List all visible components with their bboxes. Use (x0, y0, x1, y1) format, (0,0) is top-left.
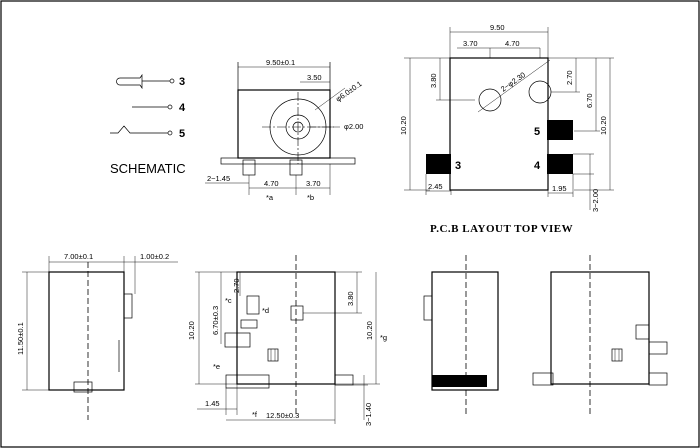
right-view (532, 255, 668, 415)
right-pin-left (532, 372, 554, 386)
right-pin-lower (648, 372, 668, 386)
right-body (550, 271, 650, 385)
ref-d: *d (262, 306, 269, 315)
ref-b: *b (307, 193, 314, 202)
pcb-right-seg: 4.70 (505, 39, 520, 48)
pcb-pad-label-4: 4 (534, 160, 541, 172)
pcb-right-mid-dim: 6.70 (585, 93, 594, 108)
rear-body (431, 271, 499, 391)
pad-4 (547, 154, 573, 174)
front-slot (267, 348, 279, 362)
side-width-dim: 7.00±0.1 (64, 252, 93, 261)
front-right-height: 10.20 (365, 321, 374, 340)
front-pin-left (224, 332, 251, 348)
ref-e: *e (213, 362, 220, 371)
side-body (48, 271, 125, 391)
rear-base-bar (432, 375, 487, 387)
pcb-pad-label-5: 5 (534, 126, 540, 138)
ref-a: *a (266, 193, 274, 202)
top-width-dim: 9.50±0.1 (266, 58, 295, 67)
schematic-pin-3: 3 (179, 76, 185, 88)
front-pin-offset: 1.45 (205, 399, 220, 408)
front-width-dim: 12.50±0.3 (266, 411, 299, 420)
pcb-layout: 9.50 3.70 4.70 2−φ2.30 3.80 10.20 2.70 6… (399, 23, 614, 235)
pin-b-stub (289, 159, 303, 176)
side-tab (123, 293, 133, 319)
front-dim-right: 3.80 (346, 291, 355, 306)
pcb-pad-width: 2.45 (428, 182, 443, 191)
plug-pin-symbol (116, 73, 143, 90)
pcb-left-seg: 3.70 (463, 39, 478, 48)
rear-view (423, 255, 499, 415)
pad-3 (426, 154, 451, 174)
pcb-width-dim: 9.50 (490, 23, 505, 32)
schematic-pin-4: 4 (179, 102, 186, 114)
jack-body-top (237, 89, 331, 159)
pcb-hole-top-dim: 3.80 (429, 73, 438, 88)
front-foot-left (225, 374, 270, 389)
side-tab-dim: 1.00±0.2 (140, 252, 169, 261)
pcb-height-left: 10.20 (399, 116, 408, 135)
front-foot-right (334, 374, 354, 386)
schematic: 3 4 5 SCHEMATIC (110, 73, 186, 176)
side-pin (73, 381, 93, 393)
front-dim-top: 2.70 (232, 278, 241, 293)
schematic-pin-5: 5 (179, 128, 185, 140)
right-tab (635, 324, 650, 340)
pin-dia-dim: φ2.00 (344, 122, 363, 131)
rear-tab (423, 295, 433, 321)
front-latch (246, 295, 260, 315)
jack-flange (220, 157, 356, 165)
top-view: 9.50±0.1 3.50 φ6.0±0.1 φ2.00 2−1.45 4.70… (205, 58, 364, 202)
pad-5 (547, 120, 573, 140)
pin5-terminal (167, 130, 173, 136)
ref-f: *f (252, 410, 258, 419)
schematic-label: SCHEMATIC (110, 161, 186, 176)
side-height-dim: 11.50±0.1 (16, 322, 25, 355)
front-view: 10.20 6.70±0.3 2.70 3.80 10.20 1.45 12.5… (187, 255, 387, 426)
front-dim-d: 6.70±0.3 (211, 306, 220, 335)
pin3-terminal (169, 78, 175, 84)
pin-a-stub (242, 159, 256, 176)
right-slot (611, 348, 623, 362)
pin4-terminal (167, 104, 173, 110)
hole-dia-dim: φ6.0±0.1 (334, 79, 364, 103)
ref-c: *c (225, 296, 232, 305)
top-pin-span-b: 3.70 (306, 179, 321, 188)
front-pin-height: 3−1.40 (364, 403, 373, 426)
pcb-layout-title: P.C.B LAYOUT TOP VIEW (430, 223, 573, 235)
pcb-pad-right: 1.95 (552, 184, 567, 193)
pcb-pad-label-3: 3 (455, 160, 461, 172)
pcb-right-top-dim: 2.70 (565, 70, 574, 85)
top-pin-offset-dim: 2−1.45 (207, 174, 230, 183)
right-pin-upper (648, 341, 668, 355)
side-view: 7.00±0.1 1.00±0.2 11.50±0.1 (16, 252, 178, 420)
switch-contact-symbol (110, 125, 168, 134)
pcb-hole-1 (478, 88, 502, 112)
pcb-pad-height: 3−2.00 (591, 189, 600, 212)
ref-g: *g (380, 333, 387, 342)
top-offset-dim: 3.50 (307, 73, 322, 82)
front-height-dim: 10.20 (187, 321, 196, 340)
top-pin-span-a: 4.70 (264, 179, 279, 188)
front-notch (240, 319, 258, 329)
pcb-right-full-dim: 10.20 (599, 116, 608, 135)
pcb-outline (449, 57, 549, 191)
